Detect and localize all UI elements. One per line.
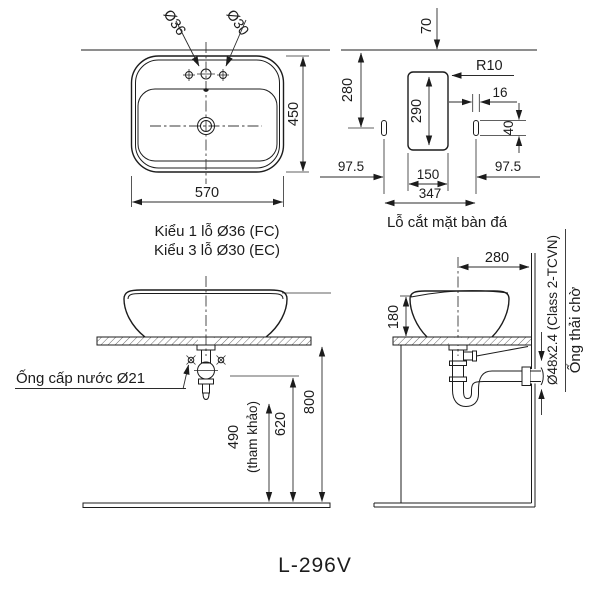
cutout-view: 70 290 R10 280 16 40 97.5: [320, 8, 540, 231]
vessel-rim-side: [410, 290, 509, 298]
sink-outer-rim: [130, 55, 285, 173]
p-trap-assembly: [448, 344, 544, 408]
dim-490-note: (tham khảo): [245, 401, 260, 473]
faucet-hole-label-36: Ø36: [160, 7, 189, 39]
dim-280-side: 280: [485, 250, 509, 266]
dim-290: 290: [409, 99, 425, 123]
leader-hole-36: [175, 20, 200, 67]
side-view: 280 180: [373, 229, 584, 508]
drain-hole: [197, 117, 215, 135]
dim-280-cut: 280: [340, 78, 356, 102]
model-label: L-296V: [278, 554, 352, 577]
dim-800: 800: [302, 390, 318, 414]
supply-pipe-label: Ống cấp nước Ø21: [16, 369, 145, 387]
fixing-slot-right: [473, 120, 479, 136]
dim-150: 150: [417, 167, 440, 182]
vessel-sink-front: [123, 289, 288, 338]
fixing-slot-left: [381, 120, 387, 136]
dim-16: 16: [492, 85, 507, 100]
dim-97-5-right: 97.5: [495, 159, 521, 174]
supply-leader: [182, 364, 190, 390]
cutout-rectangle: [407, 71, 449, 151]
front-view: Ống cấp nước Ø21 800 620 490 (tham khảo): [15, 276, 331, 508]
floor-line-left: [82, 502, 331, 508]
vessel-rim-inner: [127, 293, 284, 300]
dim-40: 40: [501, 120, 516, 135]
vessel-sink-side: [409, 290, 510, 338]
top-view: Ø36 Ø30 450 570 Kiểu 1 lỗ Ø36 (FC) Kiểu …: [81, 7, 330, 259]
caption-cutout: Lỗ cắt mặt bàn đá: [387, 214, 508, 231]
drain-pipe-spec: Ø48x2.4 (Class 2-TCVN): [545, 235, 560, 385]
drain-assembly-front: [194, 344, 218, 401]
faucet-hole-label-30: Ø30: [223, 7, 252, 39]
dim-450: 450: [286, 102, 302, 126]
basin-outline: [137, 88, 278, 162]
dim-97-5-left: 97.5: [338, 159, 364, 174]
dim-490: 490: [226, 425, 242, 449]
dim-347: 347: [419, 186, 442, 201]
drain-pipe-label: Ống thải chờ: [566, 287, 584, 374]
dim-180: 180: [386, 305, 402, 329]
caption-hole-type-1: Kiểu 1 lỗ Ø36 (FC): [154, 223, 279, 240]
faucet-holes: [183, 68, 229, 81]
dim-570: 570: [195, 185, 219, 201]
supply-point-markers: [186, 355, 226, 365]
corner-radius-label: R10: [476, 58, 503, 74]
caption-hole-type-3: Kiểu 3 lỗ Ø30 (EC): [154, 242, 280, 259]
overflow-hole: [203, 88, 209, 92]
dim-70: 70: [419, 18, 435, 34]
dim-620: 620: [273, 412, 289, 436]
leader-hole-30: [225, 19, 247, 67]
sink-inner-rim: [135, 59, 280, 169]
